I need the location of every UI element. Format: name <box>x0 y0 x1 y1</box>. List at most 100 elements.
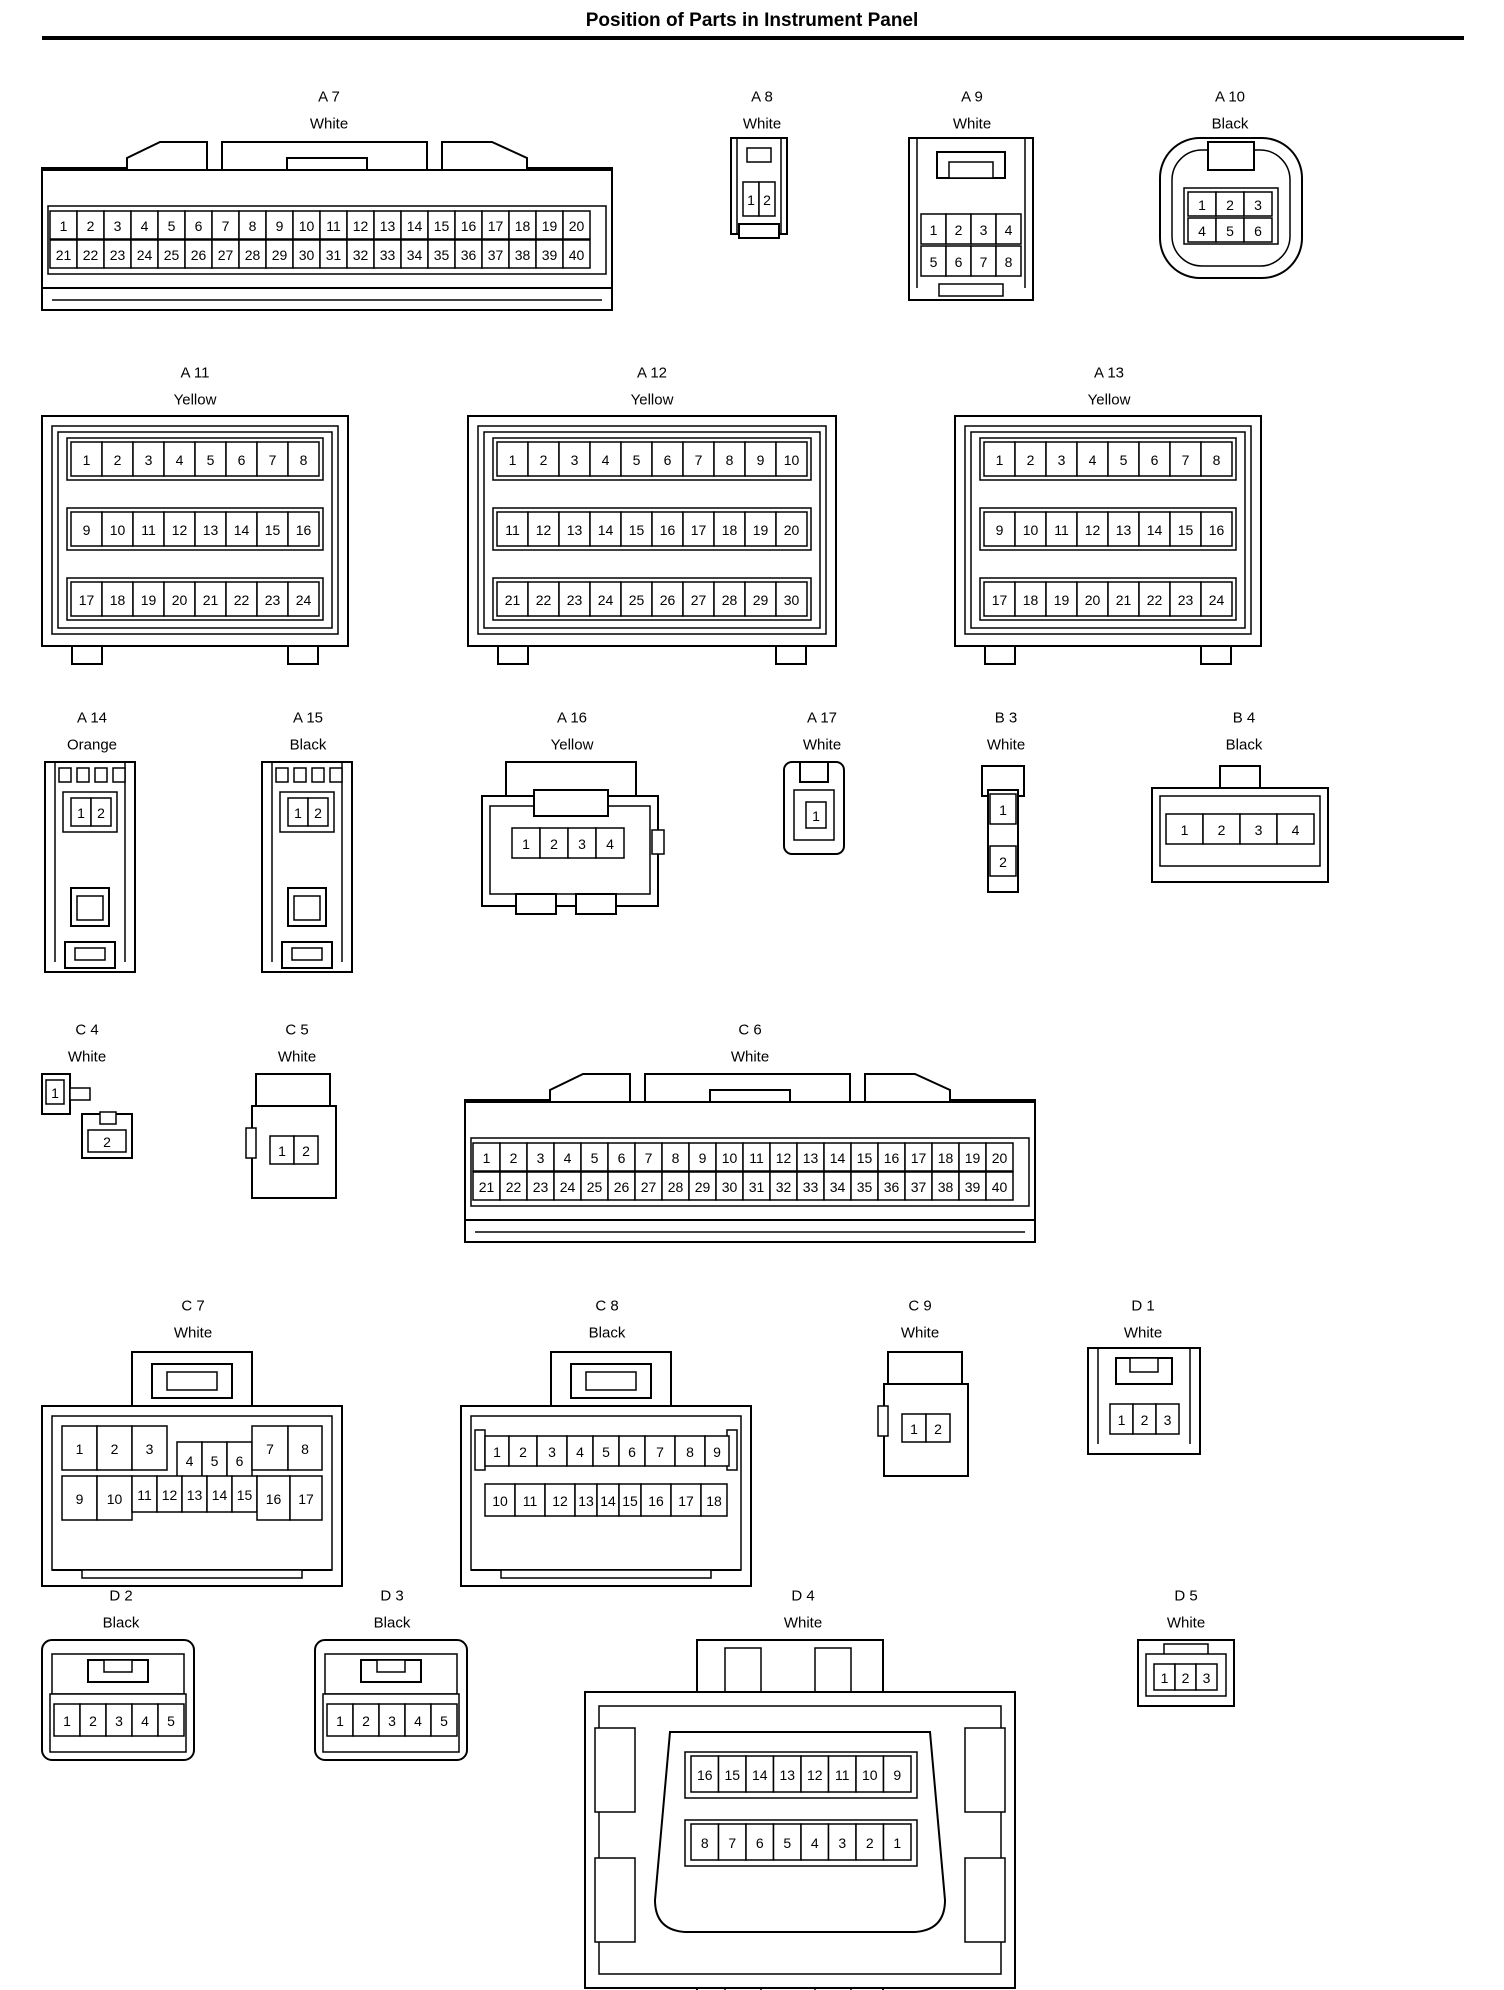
pin-1: 1 <box>472 1142 501 1172</box>
connector-color: White <box>803 737 841 754</box>
pin-15: 15 <box>850 1142 879 1172</box>
pin-number: 2 <box>763 192 771 208</box>
pin-number: 34 <box>830 1179 846 1195</box>
pin-number: 1 <box>1198 197 1206 213</box>
pin-number: 15 <box>265 522 281 538</box>
pin-2: 2 <box>293 1135 319 1165</box>
pin-4: 4 <box>1187 217 1217 243</box>
pin-number: 12 <box>172 522 188 538</box>
pin-3: 3 <box>1045 441 1078 477</box>
pin-15: 15 <box>256 511 289 547</box>
pin-number: 21 <box>203 592 219 608</box>
pin-2: 2 <box>508 1435 538 1467</box>
pin-6: 6 <box>225 441 258 477</box>
pin-8: 8 <box>1200 441 1233 477</box>
pin-number: 1 <box>83 452 91 468</box>
pin-number: 36 <box>461 247 477 263</box>
pin-number: 2 <box>1226 197 1234 213</box>
pin-number: 14 <box>234 522 250 538</box>
pin-number: 10 <box>492 1493 508 1509</box>
pin-number: 18 <box>110 592 126 608</box>
connector-code: A 10 <box>1215 89 1245 106</box>
pin-number: 25 <box>164 247 180 263</box>
pin-24: 24 <box>589 581 622 617</box>
pin-3: 3 <box>1195 1663 1218 1691</box>
pin-number: 20 <box>784 522 800 538</box>
pin-6: 6 <box>1138 441 1171 477</box>
pin-number: 6 <box>195 218 203 234</box>
pin-number: 1 <box>294 805 302 821</box>
pin-number: 2 <box>114 452 122 468</box>
pin-18: 18 <box>1014 581 1047 617</box>
pin-18: 18 <box>508 210 537 240</box>
pin-number: 6 <box>618 1150 626 1166</box>
pin-number: 19 <box>965 1150 981 1166</box>
pin-4: 4 <box>130 210 159 240</box>
page-title: Position of Parts in Instrument Panel <box>585 10 919 31</box>
pin-number: 18 <box>722 522 738 538</box>
connector-color: Yellow <box>551 737 594 754</box>
pin-7: 7 <box>717 1823 747 1861</box>
connector-color: White <box>901 1325 939 1342</box>
pin-4: 4 <box>553 1142 582 1172</box>
pin-number: 27 <box>691 592 707 608</box>
pin-12: 12 <box>769 1142 798 1172</box>
pin-6: 6 <box>226 1441 253 1479</box>
pin-37: 37 <box>904 1171 933 1201</box>
pin-number: 19 <box>753 522 769 538</box>
pin-16: 16 <box>877 1142 906 1172</box>
pin-3: 3 <box>970 213 997 245</box>
pin-number: 16 <box>648 1493 664 1509</box>
connector-code: C 6 <box>738 1022 761 1039</box>
pin-10: 10 <box>484 1483 516 1517</box>
pin-number: 10 <box>299 218 315 234</box>
pin-1: 1 <box>989 793 1017 825</box>
pin-1: 1 <box>45 1079 65 1105</box>
pin-24: 24 <box>130 239 159 269</box>
pin-7: 7 <box>251 1425 289 1471</box>
pin-number: 7 <box>980 254 988 270</box>
pin-number: 12 <box>353 218 369 234</box>
connector-color: White <box>731 1049 769 1066</box>
pin-number: 23 <box>1178 592 1194 608</box>
pin-17: 17 <box>682 511 715 547</box>
pin-3: 3 <box>1243 191 1273 217</box>
pin-number: 14 <box>1147 522 1163 538</box>
pin-number: 4 <box>1089 452 1097 468</box>
pin-number: 14 <box>830 1150 846 1166</box>
pin-number: 4 <box>1198 223 1206 239</box>
pin-number: 16 <box>697 1767 713 1783</box>
pin-number: 16 <box>884 1150 900 1166</box>
pin-4: 4 <box>589 441 622 477</box>
pin-number: 2 <box>97 805 105 821</box>
pin-number: 2 <box>1141 1412 1149 1428</box>
pin-number: 3 <box>1058 452 1066 468</box>
title-rule <box>42 36 1464 40</box>
pin-3: 3 <box>378 1703 406 1737</box>
pin-17: 17 <box>904 1142 933 1172</box>
pin-29: 29 <box>265 239 294 269</box>
connector-code: A 15 <box>293 710 323 727</box>
pin-7: 7 <box>211 210 240 240</box>
pin-number: 24 <box>598 592 614 608</box>
pin-28: 28 <box>661 1171 690 1201</box>
pin-2: 2 <box>539 827 569 859</box>
connector-code: C 9 <box>908 1298 931 1315</box>
pin-1: 1 <box>53 1703 81 1737</box>
pin-16: 16 <box>640 1483 672 1517</box>
pin-number: 1 <box>278 1143 286 1159</box>
pin-number: 38 <box>938 1179 954 1195</box>
pin-number: 2 <box>314 805 322 821</box>
pin-number: 14 <box>212 1487 228 1503</box>
pin-number: 11 <box>1054 522 1069 538</box>
pin-number: 29 <box>695 1179 711 1195</box>
pin-number: 2 <box>103 1134 111 1150</box>
pin-number: 9 <box>757 452 765 468</box>
pin-2: 2 <box>758 181 776 217</box>
pin-number: 7 <box>269 452 277 468</box>
pin-13: 13 <box>1107 511 1140 547</box>
pin-number: 39 <box>542 247 558 263</box>
pin-number: 4 <box>576 1444 584 1460</box>
pin-number: 25 <box>629 592 645 608</box>
